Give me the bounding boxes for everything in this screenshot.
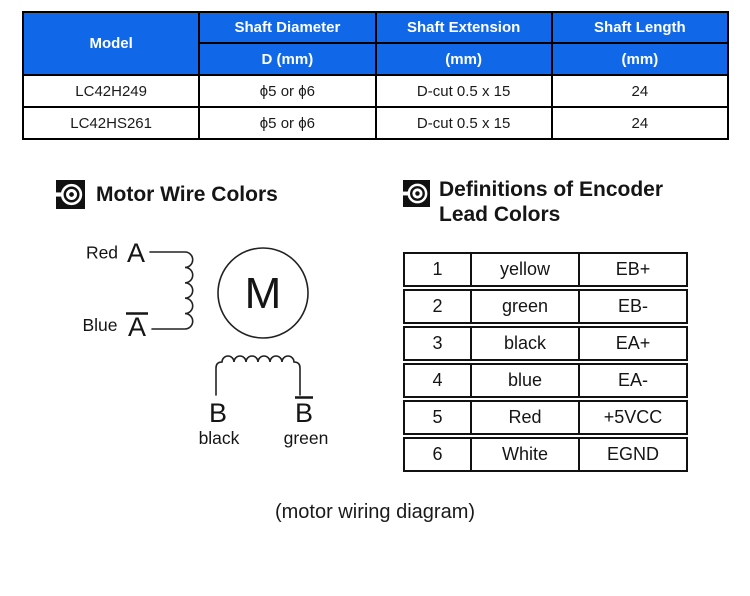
section-title-line2: Lead Colors [439,203,561,226]
encoder-row-5: 5 Red +5VCC [403,400,688,435]
pin-number: 1 [432,259,443,279]
spec-header-model: Model [21,11,201,76]
lead-color: yellow [470,254,578,285]
spec-header-shaft-diameter: Shaft Diameter [198,11,377,44]
spec-header-shaft-length: Shaft Length [550,11,730,44]
spec-cell-extension: D-cut 0.5 x 15 [374,106,553,140]
pin-number: 4 [432,370,443,390]
section-title: Motor Wire Colors [96,182,278,206]
encoder-row-4: 4 blue EA- [403,363,688,398]
encoder-row-6: 6 White EGND [403,437,688,472]
diagram-caption: (motor wiring diagram) [274,501,476,523]
shaft-spec-table: Model Shaft Diameter Shaft Extension Sha… [21,11,730,140]
phase-b-bar-wire-color-label: green [284,428,329,448]
phase-a-label: A [127,238,145,268]
lead-color: Red [470,402,578,433]
phase-b-wire-color-label: black [199,428,240,448]
signal-name: EA- [578,365,686,396]
spec-cell-model: LC42H249 [21,74,201,108]
encoder-row-3: 3 black EA+ [403,326,688,361]
signal-name: EGND [578,439,686,470]
lead-color: black [470,328,578,359]
signal-name: EB- [578,291,686,322]
spec-row-lc42hs261: LC42HS261 ϕ5 or ϕ6 D-cut 0.5 x 15 24 [21,106,730,140]
spec-cell-model: LC42HS261 [21,106,201,140]
bullseye-logo-icon [56,180,85,209]
lead-color: green [470,291,578,322]
phase-a-bar-label: A [128,312,146,342]
spec-cell-extension: D-cut 0.5 x 15 [374,74,553,108]
spec-cell-length: 24 [550,106,730,140]
spec-subheader-length-unit: (mm) [550,42,730,76]
bullseye-logo-icon [403,180,430,207]
lead-color: White [470,439,578,470]
pin-number: 2 [432,296,443,316]
phase-b-label: B [209,398,227,428]
lead-color: blue [470,365,578,396]
spec-cell-diameter: ϕ5 or ϕ6 [198,74,377,108]
phase-b-coil [215,355,301,396]
spec-cell-length: 24 [550,74,730,108]
spec-cell-diameter: ϕ5 or ϕ6 [198,106,377,140]
motor-wire-colors-heading: Motor Wire Colors [56,180,278,209]
signal-name: EA+ [578,328,686,359]
encoder-row-2: 2 green EB- [403,289,688,324]
signal-name: EB+ [578,254,686,285]
pin-number: 5 [432,407,443,427]
motor-circle [217,247,309,339]
motor-letter: M [245,269,282,318]
pin-number: 6 [432,444,443,464]
phase-a-coil [149,251,194,330]
pin-number: 3 [432,333,443,353]
encoder-lead-colors-heading: Definitions of Encoder Lead Colors [403,177,663,227]
spec-header-shaft-extension: Shaft Extension [374,11,553,44]
section-title-line1: Definitions of Encoder [439,178,664,201]
spec-subheader-extension-unit: (mm) [374,42,553,76]
phase-a-wire-color-label: Red [86,243,118,263]
signal-name: +5VCC [578,402,686,433]
phase-a-bar-wire-color-label: Blue [82,315,117,335]
encoder-row-1: 1 yellow EB+ [403,252,688,287]
phase-b-bar-label: B [295,398,313,428]
spec-row-lc42h249: LC42H249 ϕ5 or ϕ6 D-cut 0.5 x 15 24 [21,74,730,108]
motor-wiring-diagram: M Red A Blue A B B black green [82,238,329,448]
spec-subheader-diameter-unit: D (mm) [198,42,377,76]
encoder-lead-table: 1 yellow EB+ 2 green EB- 3 black EA+ 4 b… [403,252,688,474]
